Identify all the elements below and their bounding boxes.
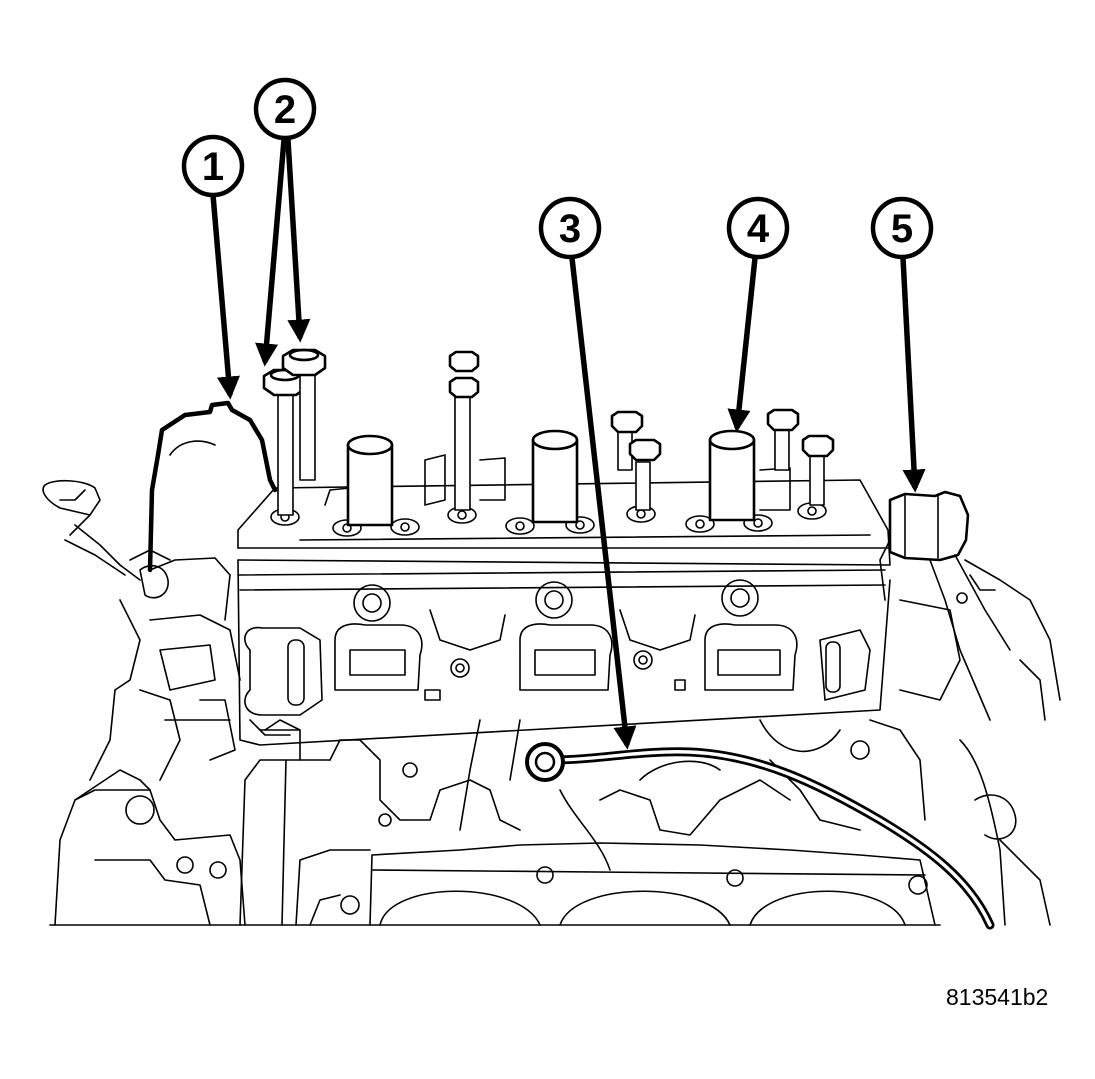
leader-arrow-1	[210, 194, 240, 400]
leader-arrow-3	[569, 257, 637, 750]
cam-journals	[346, 429, 756, 527]
leader-arrow-5	[900, 257, 926, 493]
callout-1: 1	[181, 134, 245, 198]
callout-5: 5	[870, 196, 934, 260]
right-side	[879, 490, 1061, 926]
knock-sensor	[525, 742, 995, 930]
cylinder-head	[237, 559, 891, 746]
figure-id-label: 813541b2	[946, 984, 1049, 1010]
leader-lines	[210, 139, 926, 750]
engine-block	[49, 759, 941, 926]
callout-4: 4	[726, 196, 790, 260]
svg-text:4: 4	[747, 207, 770, 251]
leader-arrow-2a	[255, 139, 287, 367]
svg-text:5: 5	[891, 207, 913, 251]
front-cover	[42, 400, 278, 781]
svg-text:1: 1	[202, 145, 224, 189]
svg-text:3: 3	[559, 207, 581, 251]
svg-text:2: 2	[274, 88, 296, 132]
leader-arrow-2b	[285, 139, 311, 343]
leader-arrow-4	[727, 257, 758, 433]
head-bolts	[262, 348, 835, 516]
callout-3: 3	[538, 196, 602, 260]
callout-2: 2	[253, 77, 317, 141]
